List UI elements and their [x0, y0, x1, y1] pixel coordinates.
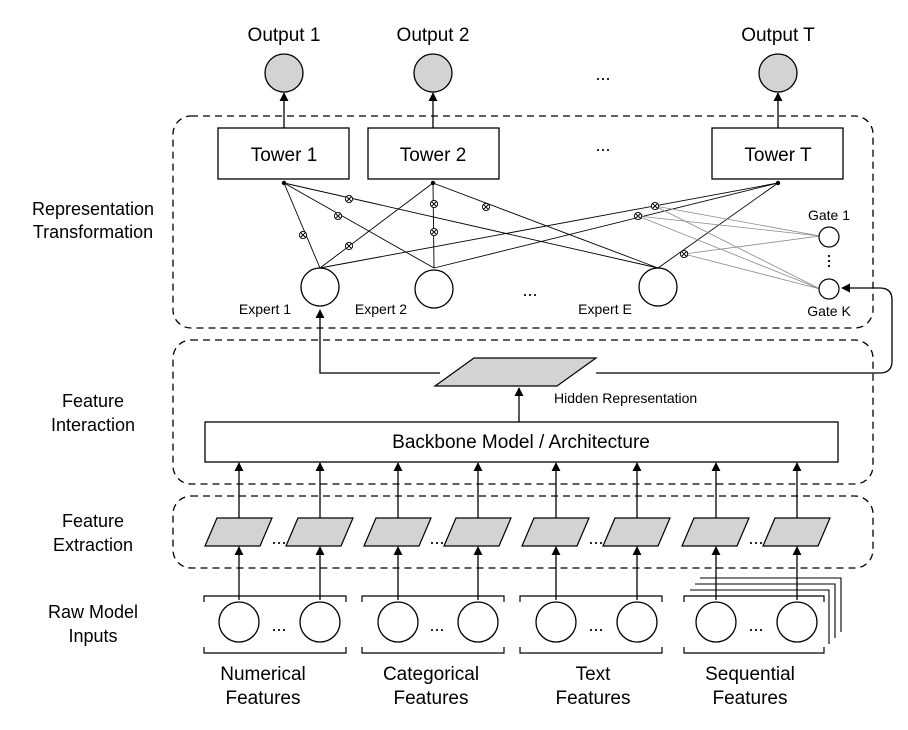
arrows-extraction-to-backbone — [234, 462, 802, 518]
feature-embedding — [443, 517, 512, 547]
raw-input-node — [695, 601, 737, 643]
expert-node-e — [638, 267, 678, 307]
sequential-stack — [690, 577, 842, 644]
tower-box-2 — [367, 127, 500, 180]
feature-embedding — [762, 517, 831, 547]
stage-label-representation-1: Representation — [32, 199, 154, 219]
gate-label-1: Gate 1 — [808, 207, 850, 223]
tower-label-1: Tower 1 — [251, 145, 318, 166]
interaction-group — [172, 339, 874, 485]
tower-box-1 — [217, 127, 350, 180]
raw-input-node — [535, 601, 577, 643]
category-label-categorical-2: Features — [394, 688, 469, 709]
multiply-icon — [679, 249, 689, 259]
stage-label-extraction-1: Feature — [62, 511, 124, 531]
multiply-icon — [650, 201, 660, 211]
hidden-representation-shape — [433, 357, 598, 387]
arrows-raw-to-extraction — [234, 546, 802, 600]
category-label-sequential-2: Features — [713, 688, 788, 709]
gate-connections — [637, 204, 821, 290]
extraction-group — [172, 495, 874, 569]
stage-label-extraction-2: Extraction — [53, 535, 133, 555]
tower-ellipsis: ... — [595, 135, 610, 155]
category-label-numerical-2: Features — [226, 688, 301, 709]
tower-label-t: Tower T — [744, 145, 812, 166]
gate-node-1 — [818, 226, 840, 248]
extraction-ellipsis-4: ... — [748, 528, 763, 548]
stage-label-raw-1: Raw Model — [48, 602, 138, 622]
extraction-ellipsis-2: ... — [429, 528, 444, 548]
arrow-hidden-to-experts — [315, 309, 440, 374]
multiply-icon — [633, 211, 643, 221]
expert-node-1 — [300, 267, 340, 307]
multiply-icon — [333, 211, 343, 221]
expert-label-e: Expert E — [578, 301, 632, 317]
category-label-numerical-1: Numerical — [220, 664, 306, 685]
gate-label-k: Gate K — [807, 303, 851, 319]
feature-embeddings — [204, 517, 831, 547]
stage-label-raw-2: Inputs — [68, 626, 117, 646]
category-label-text-1: Text — [576, 664, 612, 685]
output-node-2 — [413, 53, 453, 93]
output-label-2: Output 2 — [397, 25, 470, 46]
multiply-icon — [429, 199, 439, 209]
raw-input-node — [299, 601, 341, 643]
raw-input-node — [377, 601, 419, 643]
gate-node-k — [818, 278, 840, 300]
category-label-text-2: Features — [556, 688, 631, 709]
raw-ellipsis-2: ... — [429, 615, 444, 635]
multiply-icon — [429, 227, 439, 237]
multiply-icon — [298, 230, 308, 240]
backbone-box — [204, 421, 839, 463]
hidden-representation-label: Hidden Representation — [554, 390, 697, 406]
output-node-1 — [264, 53, 304, 93]
feature-embedding — [363, 517, 432, 547]
multiply-icon — [481, 202, 491, 212]
multiply-icon — [344, 241, 354, 251]
raw-ellipsis-3: ... — [588, 615, 603, 635]
raw-input-node — [616, 601, 658, 643]
raw-input-nodes — [218, 601, 818, 643]
extraction-ellipsis-3: ... — [588, 528, 603, 548]
expert-ellipsis: ... — [522, 280, 537, 300]
stage-label-representation-2: Transformation — [33, 222, 153, 242]
gate-vertical-dots — [827, 254, 831, 268]
multiplier-icons — [298, 194, 689, 259]
arrow-hidden-to-gates — [596, 283, 893, 374]
feature-embedding — [602, 517, 671, 547]
extraction-ellipsis-1: ... — [271, 528, 286, 548]
raw-input-node — [457, 601, 499, 643]
raw-input-node — [776, 601, 818, 643]
tower-label-2: Tower 2 — [400, 145, 467, 166]
output-label-t: Output T — [741, 25, 815, 46]
category-label-sequential-1: Sequential — [705, 664, 795, 685]
expert-label-1: Expert 1 — [239, 301, 291, 317]
feature-embedding — [521, 517, 590, 547]
expert-node-2 — [414, 269, 454, 309]
multiply-icon — [344, 194, 354, 204]
tower-box-t — [711, 127, 844, 180]
expert-label-2: Expert 2 — [355, 301, 407, 317]
stage-label-interaction-2: Interaction — [51, 415, 135, 435]
output-label-1: Output 1 — [248, 25, 321, 46]
category-label-categorical-1: Categorical — [383, 664, 479, 685]
input-brackets — [203, 595, 825, 654]
feature-embedding — [285, 517, 354, 547]
raw-input-node — [218, 601, 260, 643]
raw-ellipsis-1: ... — [271, 615, 286, 635]
stage-label-interaction-1: Feature — [62, 391, 124, 411]
raw-ellipsis-4: ... — [748, 615, 763, 635]
representation-group — [172, 115, 874, 329]
backbone-label: Backbone Model / Architecture — [392, 432, 650, 453]
output-ellipsis: ... — [595, 64, 610, 84]
output-node-t — [758, 53, 798, 93]
tower-input-dots — [281, 180, 781, 186]
feature-embedding — [204, 517, 273, 547]
expert-tower-connections — [283, 182, 779, 269]
feature-embedding — [681, 517, 750, 547]
